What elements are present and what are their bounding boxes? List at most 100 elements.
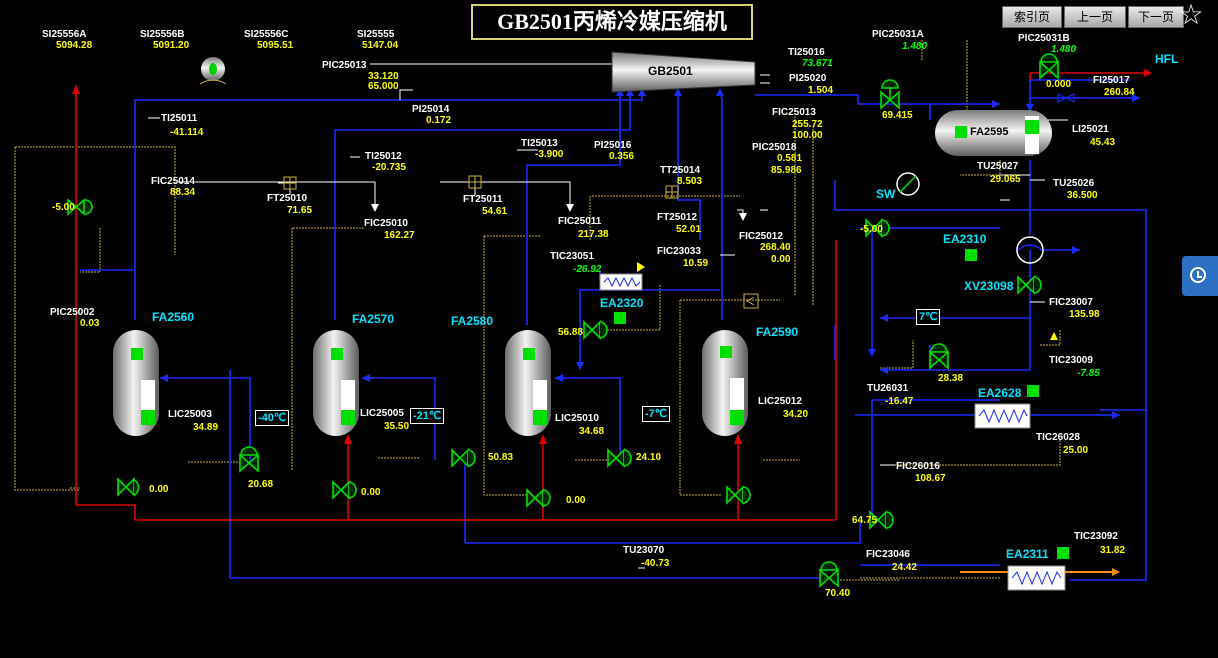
value-ti25013: -3.900 [535,149,564,160]
tag-fic23007[interactable]: FIC23007 [1049,297,1093,308]
value-fic26016-valve: 64.75 [852,515,878,526]
tag-fic23033[interactable]: FIC23033 [657,246,701,257]
value-lic25005: 35.50 [384,421,410,432]
tag-ft25012: FT25012 [657,212,698,223]
exchanger-ea2310[interactable] [965,236,1044,264]
tag-fic23046[interactable]: FIC23046 [866,549,910,560]
index-page-button[interactable]: 索引页 [1002,6,1062,28]
tag-pic25002[interactable]: PIC25002 [50,307,95,318]
tag-tu25027: TU25027 [977,161,1019,172]
tag-pi25020: PI25020 [789,73,827,84]
label-fa2595: FA2595 [970,126,1009,138]
valves[interactable] [67,53,1059,588]
next-page-button[interactable]: 下一页 [1128,6,1184,28]
flow-elements [283,175,759,309]
label-ea2310: EA2310 [943,232,987,246]
value-pic25031a: 1.480 [902,41,928,52]
valve-fa2580-bottom [526,488,551,508]
value-lic25003: 34.89 [193,422,219,433]
tag-lic25012[interactable]: LIC25012 [758,396,802,407]
value-pi25020: 1.504 [808,85,834,96]
tag-fic25014[interactable]: FIC25014 [151,176,195,187]
value-pic25013-pv: 33.120 [368,71,399,82]
exchanger-ea2311[interactable] [960,547,1120,591]
value-li25021: 45.43 [1090,137,1116,148]
value-lic25010: 34.68 [579,426,605,437]
tag-fic25013[interactable]: FIC25013 [772,107,816,118]
value-pic25002: 0.03 [80,318,100,329]
favorite-star-icon[interactable]: ☆ [1178,0,1204,30]
vessel-fa2560[interactable] [113,330,159,436]
value-fic25012-op: 0.00 [771,254,791,265]
cooler-sw[interactable] [896,172,920,196]
valve-tu26031 [929,343,949,370]
valve-fic26016 [869,510,894,530]
compressor-gb2501[interactable] [611,51,756,93]
history-button[interactable] [1182,256,1218,296]
label-ea2628: EA2628 [978,386,1022,400]
value-fa2560-bottom-valve: 0.00 [149,484,169,495]
value-fic25013-pv: 255.72 [792,119,823,130]
value-si25556c: 5095.51 [257,40,294,51]
valve-xv-top [865,218,890,238]
value-fic23007: 135.98 [1069,309,1100,320]
label-fa2580: FA2580 [451,314,494,328]
exchanger-ea2628[interactable] [974,385,1039,429]
tag-tic23092[interactable]: TIC23092 [1074,531,1118,542]
tag-pic25018[interactable]: PIC25018 [752,142,797,153]
value-ft25012: 52.01 [676,224,702,235]
tag-ti25013: TI25013 [521,138,558,149]
prev-page-button[interactable]: 上一页 [1064,6,1126,28]
value-fic25010: 162.27 [384,230,415,241]
exchanger-ea2320[interactable] [599,273,643,324]
tag-fic25012[interactable]: FIC25012 [739,231,783,242]
value-pic25002-valve: -5.00 [52,202,75,213]
process-lines-blue [80,79,1147,581]
vessel-fa2570[interactable] [313,330,359,436]
value-pic25018-pv: 0.581 [777,153,803,164]
tag-lic25010[interactable]: LIC25010 [555,413,599,424]
tag-pic25013[interactable]: PIC25013 [322,60,367,71]
label-ea2311: EA2311 [1006,547,1049,561]
label-fa2570: FA2570 [352,312,395,326]
temp-box-xv23098: 7℃ [916,309,941,325]
vessel-fa2590[interactable] [702,330,748,436]
tag-tic23051[interactable]: TIC23051 [550,251,594,262]
tag-tic26028[interactable]: TIC26028 [1036,432,1080,443]
tag-ti25016: TI25016 [788,47,825,58]
value-tic23092: 31.82 [1100,545,1126,556]
value-tu25026: 36.500 [1067,190,1098,201]
tag-fic26016[interactable]: FIC26016 [896,461,940,472]
value-tic26028: 25.00 [1063,445,1089,456]
value-pi25014: 0.172 [426,115,452,126]
white-arrow-heads [371,204,747,221]
red-arrows [72,69,1152,444]
value-pic25031a-valve: 69.415 [882,110,913,121]
label-hfl: HFL [1155,52,1179,66]
value-tu26031: -16.47 [885,396,914,407]
tag-tic23009[interactable]: TIC23009 [1049,355,1093,366]
label-fa2590: FA2590 [756,325,799,339]
valve-fi25017 [1039,53,1059,80]
value-si25556a: 5094.28 [56,40,93,51]
tag-pic25031a[interactable]: PIC25031A [872,29,924,40]
value-ea2320-valve: 56.88 [558,327,584,338]
tag-fic25011[interactable]: FIC25011 [558,216,602,227]
valve-ea2320 [583,320,608,340]
value-fi25017-valve: 0.000 [1046,79,1072,90]
value-xv-top-valve: -5.00 [860,224,883,235]
check-valve-fi25017 [1057,93,1075,103]
value-fa2580-side-valve: 50.83 [488,452,514,463]
tag-fic25010[interactable]: FIC25010 [364,218,408,229]
value-si25556b: 5091.20 [153,40,190,51]
valve-pic25002 [67,198,93,216]
tag-lic25005[interactable]: LIC25005 [360,408,404,419]
value-tic23009: -7.85 [1077,368,1100,379]
tag-pic25031b[interactable]: PIC25031B [1018,33,1070,44]
vessel-fa2580[interactable] [505,330,551,436]
tag-lic25003[interactable]: LIC25003 [168,409,212,420]
vessel-fa2595[interactable] [935,110,1052,156]
value-ft25010: 71.65 [287,205,313,216]
tag-tu25026: TU25026 [1053,178,1095,189]
value-tt25014: 8.503 [677,176,703,187]
